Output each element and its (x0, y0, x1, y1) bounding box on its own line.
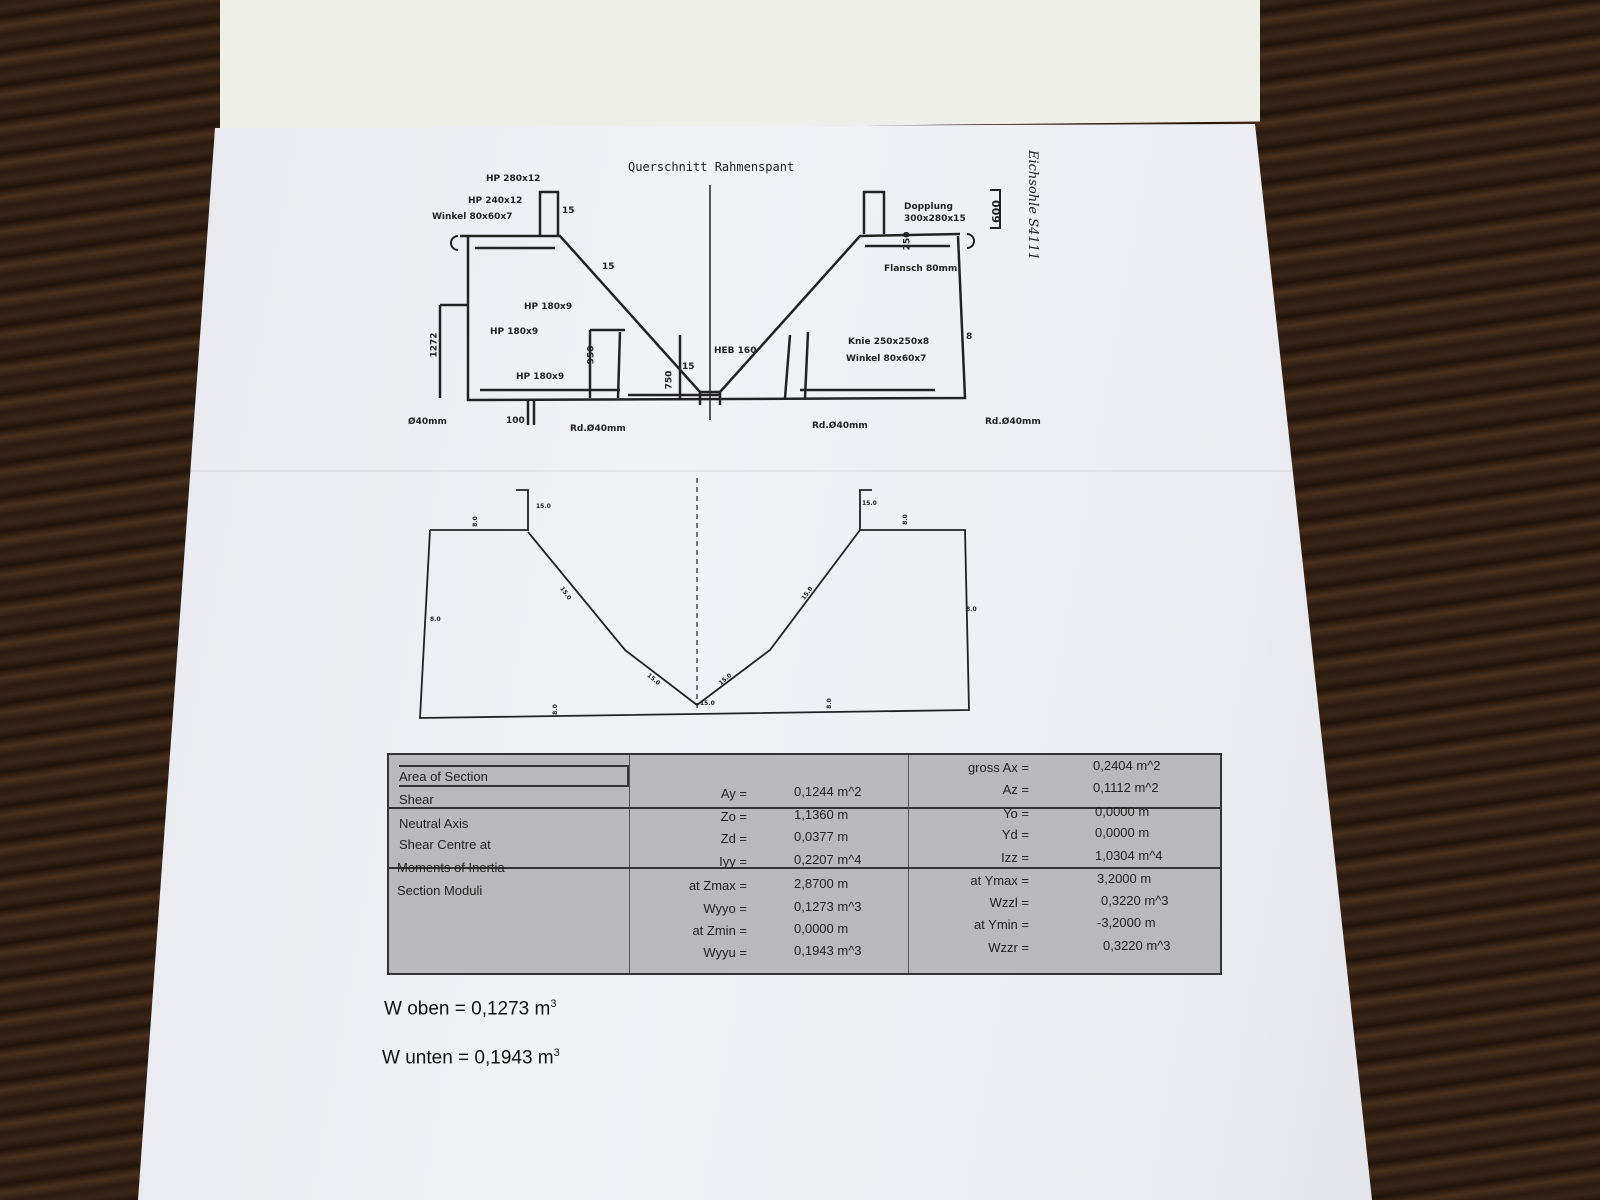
drawing-label: HEB 160 (714, 346, 757, 356)
drawing-label: Flansch 80mm (884, 264, 958, 274)
property-key: Wyyu = (703, 945, 747, 960)
property-key: at Ymax = (970, 873, 1029, 888)
drawing-label: Winkel 80x60x7 (846, 354, 927, 364)
property-value: 0,0377 m (794, 829, 849, 844)
drawing-label: Ø40mm (408, 417, 447, 427)
property-key: Wzzr = (988, 940, 1029, 955)
thickness-label: 8.0 (430, 616, 441, 623)
dimension-label: 600 (989, 200, 1003, 223)
paper-fold (190, 470, 1320, 472)
thickness-label: 8.0 (551, 704, 559, 715)
row-label: Area of Section (399, 769, 488, 784)
property-value: 0,1273 m^3 (794, 899, 862, 914)
dimension-label: 15 (602, 262, 615, 272)
property-key: Zo = (720, 809, 747, 824)
drawing-title: Querschnitt Rahmenspant (628, 160, 795, 174)
dimension-label: 250 (902, 231, 913, 251)
property-value: 3,2000 m (1097, 871, 1152, 886)
dimension-label: 15 (562, 206, 575, 216)
drawing-label: Rd.Ø40mm (985, 417, 1041, 427)
property-key: Wzzl = (989, 895, 1029, 910)
background-paper-sheet (220, 0, 1260, 132)
thickness-label: 15.0 (536, 503, 551, 510)
property-key: Wyyo = (703, 901, 747, 916)
drawing-label: Dopplung (904, 202, 953, 212)
dimension-label: 750 (664, 370, 675, 390)
row-label: Shear Centre at (399, 837, 491, 852)
property-value: 0,0000 m (1095, 825, 1150, 840)
dimension-label: 8 (966, 332, 973, 342)
section-properties-table: Area of Section Shear Neutral Axis Shear… (387, 753, 1222, 975)
drawing-label: Winkel 80x60x7 (432, 212, 513, 222)
drawing-label: HP 180x9 (490, 327, 539, 337)
property-value: 0,3220 m^3 (1103, 938, 1171, 953)
property-key: at Zmax = (688, 878, 747, 893)
property-key: Zd = (720, 831, 747, 846)
handwritten-note: Eichsohle S4111 (1025, 150, 1040, 261)
property-key: at Ymin = (973, 917, 1029, 932)
thickness-label: 8.0 (901, 514, 909, 525)
row-label: Moments of Inertia (397, 860, 505, 875)
frame-section-drawing (438, 185, 1001, 425)
drawing-label: Knie 250x250x8 (848, 337, 930, 347)
thickness-label: 8.0 (825, 698, 833, 709)
property-key: Yd = (1001, 827, 1029, 842)
drawing-label: HP 240x12 (468, 196, 523, 206)
drawing-label: 300x280x15 (904, 214, 966, 224)
drawing-label: HP 180x9 (516, 372, 565, 382)
section-outline (419, 478, 970, 719)
property-value: 0,0000 m (1095, 804, 1150, 819)
dimension-label: 15 (682, 362, 695, 372)
property-value: 0,0000 m (794, 921, 849, 936)
property-value: 2,8700 m (794, 876, 849, 891)
property-value: 1,1360 m (794, 807, 849, 822)
property-value: 1,0304 m^4 (1095, 848, 1163, 863)
row-label: Section Moduli (397, 883, 483, 898)
row-label: Shear (399, 792, 434, 807)
property-key: Izz = (1001, 850, 1029, 865)
dimension-label: 100 (506, 416, 525, 426)
drawing-label: HP 180x9 (524, 302, 573, 312)
property-value: -3,2000 m (1097, 915, 1156, 930)
property-value: 0,2207 m^4 (794, 852, 862, 867)
row-label: Neutral Axis (399, 816, 469, 831)
thickness-label: 15.0 (700, 700, 715, 707)
thickness-label: 8.0 (471, 516, 479, 527)
w-oben-note: W oben = 0,1273 m3 (384, 998, 557, 1020)
property-value: 0,1112 m^2 (1093, 780, 1159, 795)
property-value: 0,1943 m^3 (794, 943, 862, 958)
w-unten-note: W unten = 0,1943 m3 (382, 1047, 560, 1069)
property-key: Az = (1002, 782, 1029, 797)
drawing-label: HP 280x12 (486, 174, 541, 184)
dimension-label: 950 (586, 345, 597, 365)
property-key: Yo = (1003, 806, 1029, 821)
thickness-label: 8.0 (966, 606, 977, 613)
thickness-label: 15.0 (862, 500, 877, 507)
dimension-label: 1272 (429, 332, 440, 358)
property-value: 0,2404 m^2 (1093, 758, 1161, 773)
property-key: Iyy = (719, 854, 747, 869)
property-key: at Zmin = (692, 923, 747, 938)
property-key: Ay = (720, 786, 747, 801)
drawing-label: Rd.Ø40mm (812, 421, 868, 431)
property-value: 0,3220 m^3 (1101, 893, 1169, 908)
drawing-label: Rd.Ø40mm (570, 424, 626, 434)
property-key: gross Ax = (967, 760, 1029, 775)
property-value: 0,1244 m^2 (794, 784, 862, 799)
